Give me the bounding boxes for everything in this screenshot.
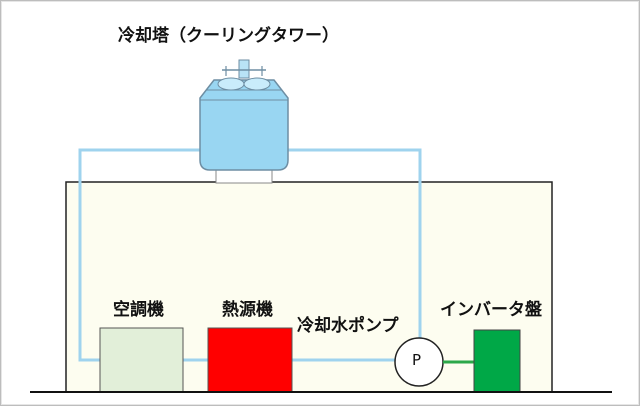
inverter-panel-label: インバータ盤 (440, 300, 542, 320)
cooling-pump-label: 冷却水ポンプ (297, 316, 399, 336)
tower-fan-left (217, 77, 245, 91)
air-handler-label: 空調機 (113, 300, 164, 320)
tower-fan-motor (238, 59, 250, 79)
cooling-water-pipe-return (288, 148, 422, 340)
cooling-tower (199, 59, 289, 184)
tower-fan-right (243, 77, 271, 91)
cooling-water-pipe (78, 148, 204, 362)
pump-symbol-label: P (412, 351, 422, 369)
heat-source-unit (207, 327, 293, 393)
heat-source-label: 熱源機 (222, 300, 273, 320)
tower-base (215, 169, 273, 184)
air-handler-unit (99, 327, 184, 393)
tower-body (199, 79, 289, 171)
cooling-tower-label: 冷却塔（クーリングタワー） (118, 26, 339, 46)
inverter-panel (473, 329, 521, 393)
